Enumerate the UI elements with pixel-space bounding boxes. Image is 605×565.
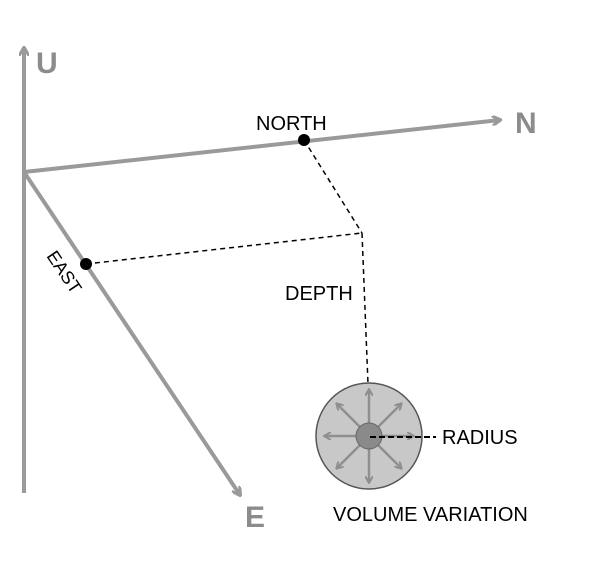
north-axis-letter: N <box>515 107 537 140</box>
north-projection-line <box>303 139 363 234</box>
east-point <box>80 258 92 270</box>
depth-label: DEPTH <box>285 283 353 305</box>
up-axis-letter: U <box>36 47 58 80</box>
north-label: NORTH <box>256 113 327 135</box>
north-axis <box>23 120 500 174</box>
east-axis <box>22 170 240 495</box>
source-core <box>355 422 383 450</box>
radius-label: RADIUS <box>442 427 518 449</box>
depth-line <box>361 232 369 385</box>
north-point <box>298 134 310 146</box>
volume-variation-label: VOLUME VARIATION <box>333 504 528 526</box>
east-projection-line <box>85 232 363 265</box>
east-axis-letter: E <box>245 501 265 534</box>
